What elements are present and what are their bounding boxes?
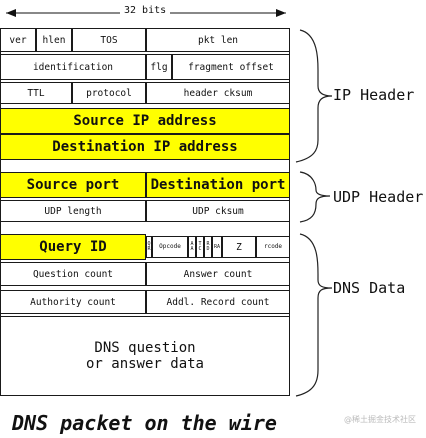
dns-flag-rcode: rcode	[256, 236, 290, 258]
ip-ttl: TTL	[0, 82, 72, 104]
dns-query-id: Query ID	[0, 234, 146, 260]
dns-authority-count: Authority count	[0, 290, 146, 314]
dns-addl-record-count: Addl. Record count	[146, 290, 290, 314]
udp-header-label: UDP Header	[333, 188, 424, 206]
ip-header-cksum: header cksum	[146, 82, 290, 104]
ruler-label: 32 bits	[120, 5, 171, 16]
dns-data-label: DNS Data	[333, 279, 406, 297]
ip-identification: identification	[0, 54, 146, 80]
ip-hlen: hlen	[36, 28, 72, 52]
ip-header-label: IP Header	[333, 86, 415, 104]
dns-question-area: DNS question or answer data	[0, 316, 290, 396]
ip-pkt-len: pkt len	[146, 28, 290, 52]
dns-data-brace	[295, 233, 333, 397]
dns-answer-count: Answer count	[146, 262, 290, 286]
dns-question-count: Question count	[0, 262, 146, 286]
dns-flag-aa: AA	[188, 236, 196, 258]
dns-flag-opcode: Opcode	[152, 236, 188, 258]
udp-destination-port: Destination port	[146, 172, 290, 198]
ip-fragment-offset: fragment offset	[172, 54, 290, 80]
dns-flag-tc: TC	[196, 236, 204, 258]
ip-flg: flg	[146, 54, 172, 80]
ip-destination-address: Destination IP address	[0, 134, 290, 160]
ip-ver: ver	[0, 28, 36, 52]
watermark: @稀土掘金技术社区	[344, 415, 416, 424]
dns-flag-ra: RA	[212, 236, 222, 258]
diagram-title: DNS packet on the wire	[12, 411, 277, 435]
dns-flag-z: Z	[222, 236, 256, 258]
ip-header-brace	[295, 29, 333, 163]
udp-cksum: UDP cksum	[146, 200, 290, 222]
udp-header-brace	[299, 171, 331, 223]
dns-question-line2: or answer data	[85, 356, 204, 372]
udp-source-port: Source port	[0, 172, 146, 198]
ip-protocol: protocol	[72, 82, 146, 104]
dns-flag-qr: QR	[146, 236, 152, 258]
ip-source-address: Source IP address	[0, 108, 290, 134]
dns-question-line1: DNS question	[94, 340, 196, 356]
udp-length: UDP length	[0, 200, 146, 222]
dns-flag-rd: RD	[204, 236, 212, 258]
ip-tos: TOS	[72, 28, 146, 52]
